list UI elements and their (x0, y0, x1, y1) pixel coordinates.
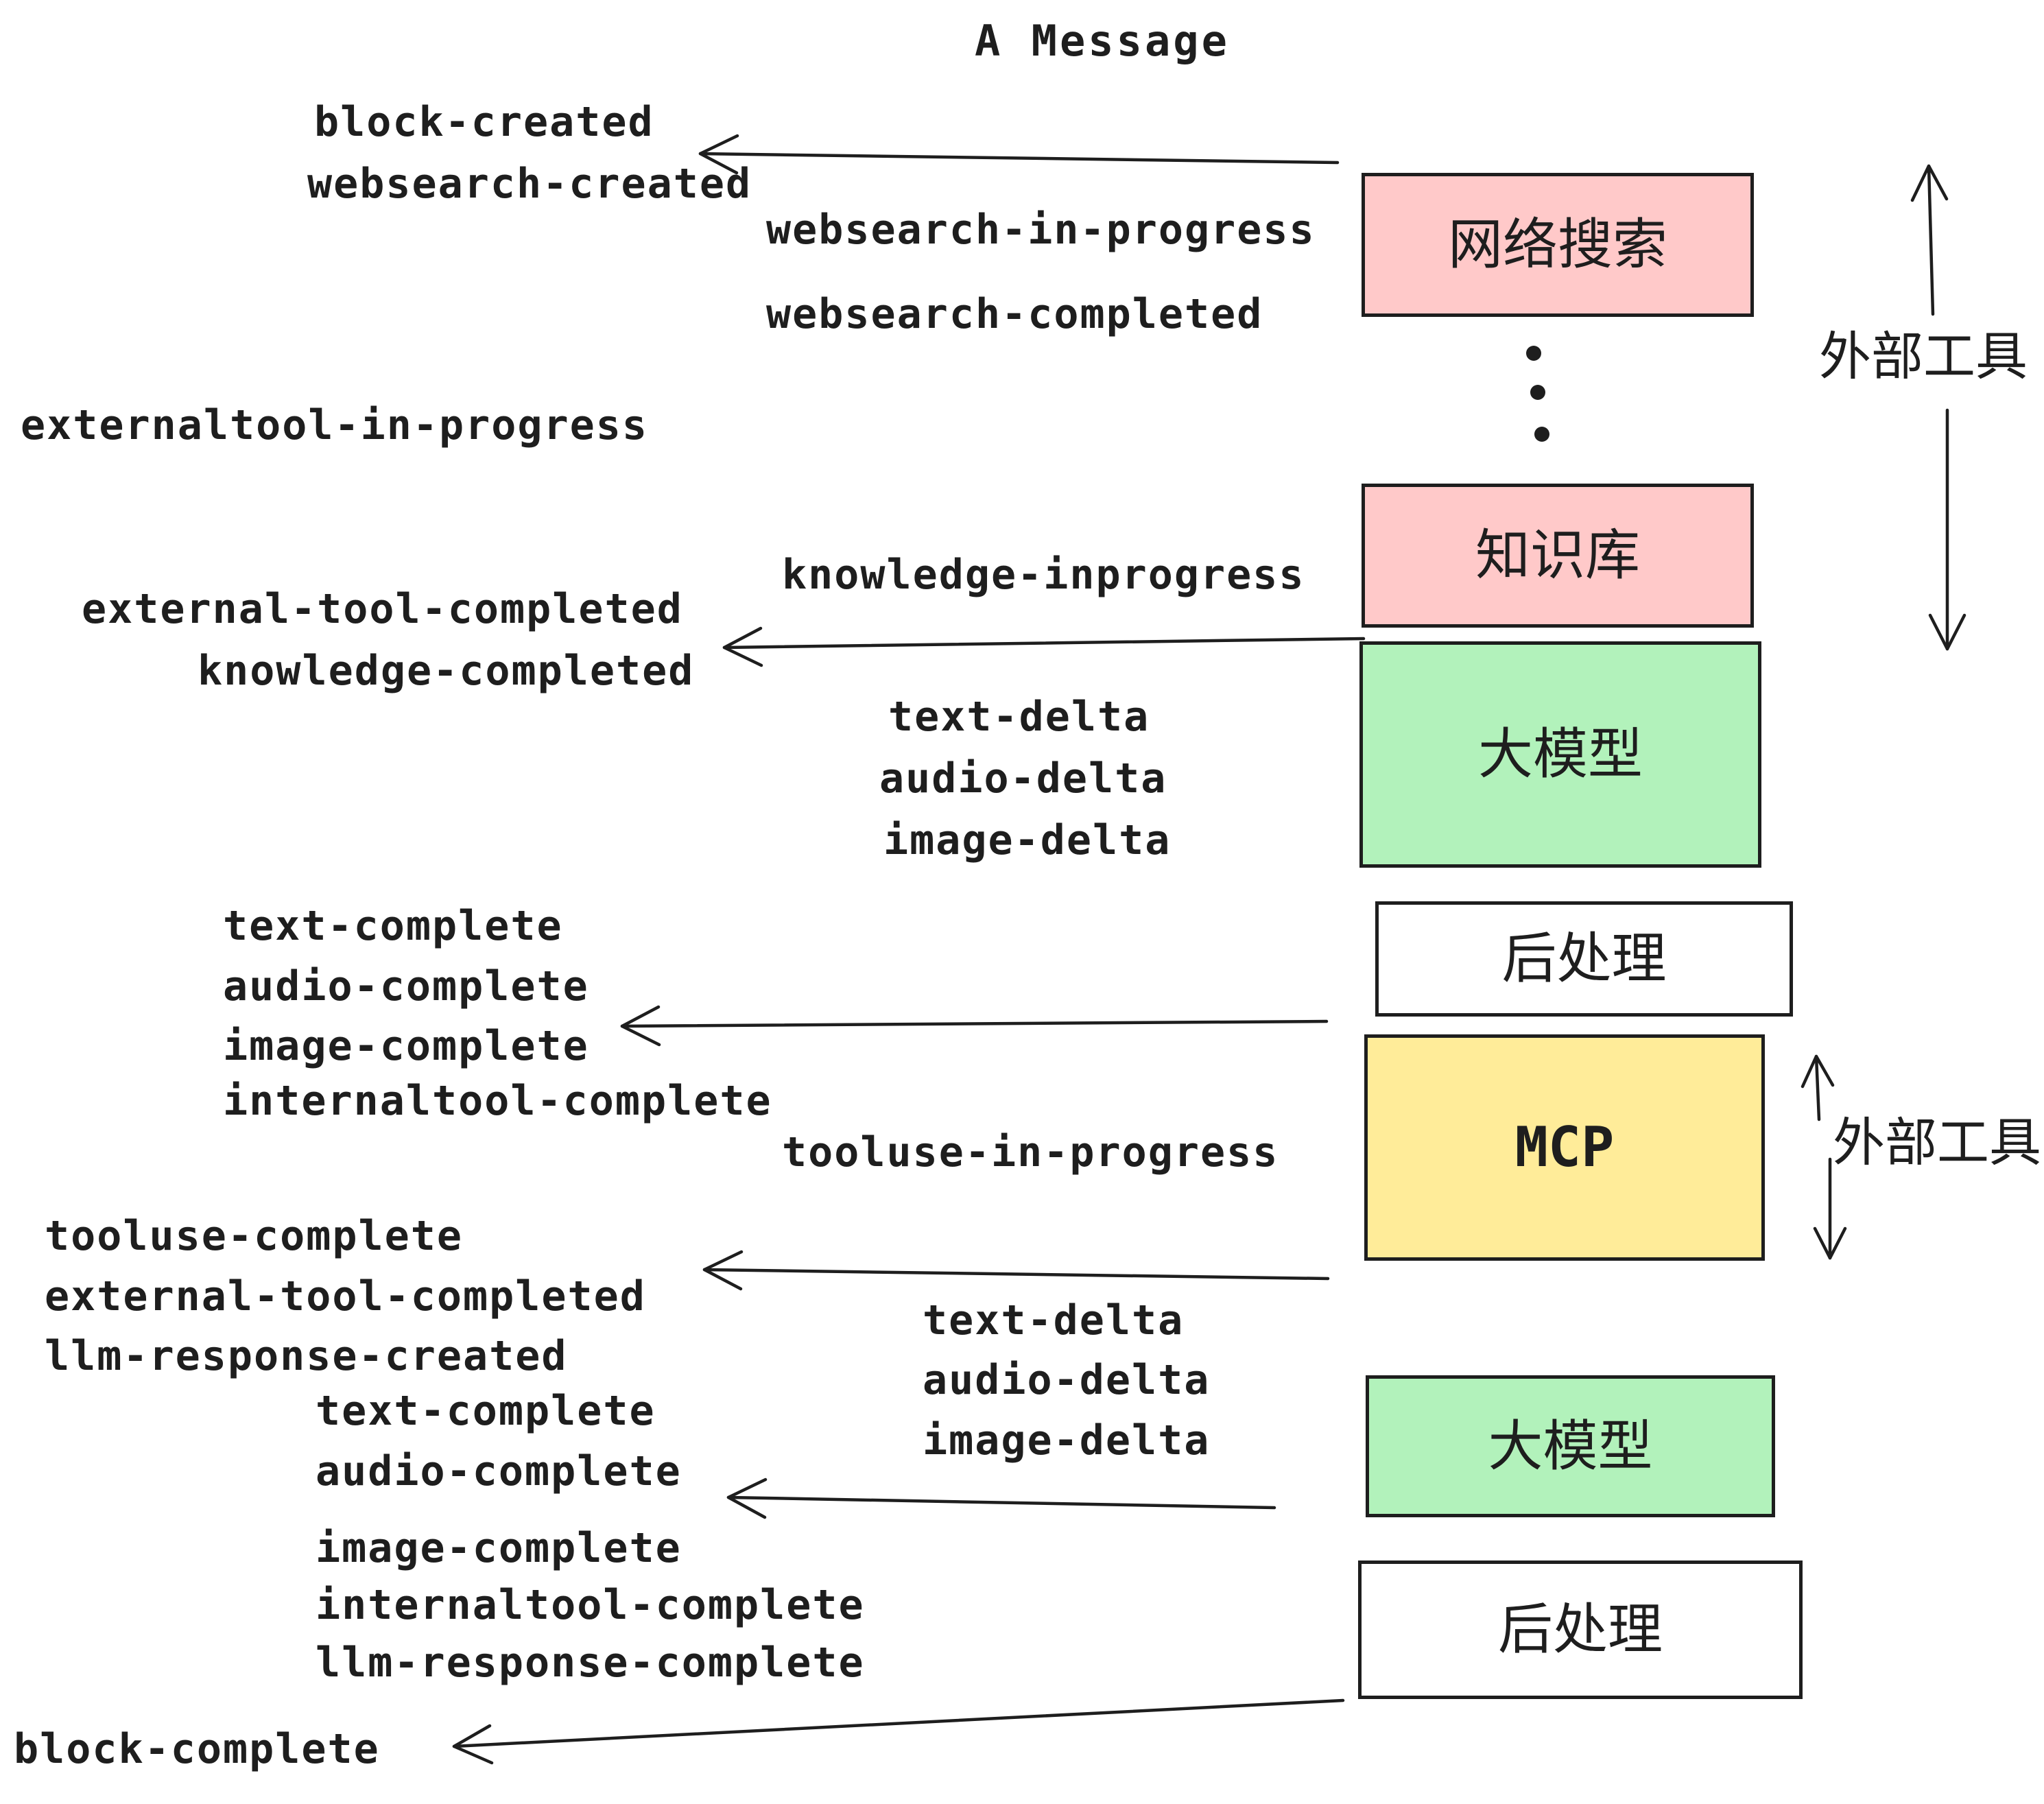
arrow-to-audio-complete (726, 1477, 1276, 1519)
arrow-to-image-complete (620, 1005, 1329, 1047)
event-external-tool-completed-1: external-tool-completed (82, 585, 683, 633)
event-block-complete: block-complete (14, 1725, 380, 1773)
event-image-delta-1: image-delta (883, 816, 1172, 864)
box-postprocess-1-label: 后处理 (1501, 927, 1667, 990)
ext-tool-down-arrow-2 (1813, 1157, 1847, 1260)
box-postprocess-2-label: 后处理 (1498, 1598, 1663, 1661)
event-internaltool-complete-2: internaltool-complete (316, 1581, 865, 1629)
page-title: A Message (975, 16, 1230, 66)
ext-tool-label-2: 外部工具 (1833, 1112, 2041, 1173)
event-tooluse-in-progress: tooluse-in-progress (782, 1128, 1279, 1176)
event-text-complete-1: text-complete (223, 902, 563, 950)
arrow-to-tooluse-complete (702, 1250, 1330, 1291)
event-image-complete-2: image-complete (316, 1524, 682, 1572)
event-internaltool-complete-1: internaltool-complete (223, 1077, 772, 1125)
event-audio-delta-1: audio-delta (879, 755, 1167, 803)
arrow-to-websearch-created (698, 134, 1340, 175)
box-llm-2: 大模型 (1366, 1375, 1775, 1517)
event-audio-complete-1: audio-complete (223, 962, 589, 1010)
event-tooluse-complete: tooluse-complete (45, 1212, 463, 1260)
box-knowledge: 知识库 (1362, 484, 1754, 628)
box-llm-1-label: 大模型 (1478, 722, 1643, 786)
box-postprocess-2: 后处理 (1358, 1560, 1803, 1699)
event-block-created: block-created (314, 98, 654, 146)
box-knowledge-label: 知识库 (1475, 523, 1640, 587)
box-websearch: 网络搜索 (1362, 173, 1754, 317)
event-text-complete-2: text-complete (316, 1387, 656, 1435)
event-knowledge-completed: knowledge-completed (198, 647, 695, 695)
event-websearch-created: websearch-created (307, 160, 752, 208)
box-llm-1: 大模型 (1359, 641, 1761, 868)
event-knowledge-inprogress: knowledge-inprogress (782, 551, 1305, 599)
ext-tool-up-arrow-2 (1801, 1054, 1835, 1121)
event-websearch-completed: websearch-completed (766, 290, 1263, 338)
box-mcp: MCP (1364, 1034, 1765, 1261)
event-audio-delta-2: audio-delta (923, 1356, 1211, 1404)
ellipsis-dots (1526, 346, 1549, 442)
arrow-to-block-complete (452, 1698, 1345, 1765)
event-audio-complete-2: audio-complete (316, 1447, 682, 1495)
ext-tool-down-arrow-1 (1928, 408, 1966, 651)
event-text-delta-2: text-delta (923, 1296, 1185, 1344)
event-text-delta-1: text-delta (888, 693, 1150, 741)
box-llm-2-label: 大模型 (1488, 1414, 1653, 1478)
box-postprocess-1: 后处理 (1375, 901, 1793, 1017)
ext-tool-label-1: 外部工具 (1819, 326, 2028, 387)
box-websearch-label: 网络搜索 (1448, 213, 1667, 276)
event-externaltool-in-progress: externaltool-in-progress (21, 401, 648, 449)
event-image-complete-1: image-complete (223, 1022, 589, 1070)
event-image-delta-2: image-delta (923, 1416, 1211, 1464)
ext-tool-up-arrow-1 (1910, 164, 1949, 316)
event-external-tool-completed-2: external-tool-completed (45, 1272, 646, 1320)
event-websearch-in-progress: websearch-in-progress (766, 206, 1316, 254)
box-mcp-label: MCP (1514, 1115, 1615, 1179)
event-llm-response-created: llm-response-created (45, 1332, 568, 1380)
event-llm-response-complete: llm-response-complete (316, 1639, 865, 1687)
arrow-to-knowledge-completed (722, 626, 1366, 667)
